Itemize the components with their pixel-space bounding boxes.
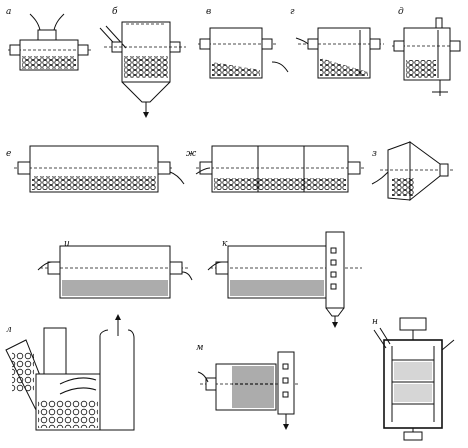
panel-d: д: [392, 7, 462, 96]
panel-i: и: [37, 239, 193, 299]
panel-label: м: [196, 343, 203, 353]
panel-label: к: [222, 239, 228, 249]
panel-label: н: [372, 317, 378, 327]
panel-v: в: [198, 7, 289, 79]
panel-zh: ж: [186, 145, 366, 193]
panel-a: а: [6, 7, 92, 71]
panel-g: г: [290, 7, 384, 79]
panel-b: б: [99, 6, 186, 118]
panel-m: м: [196, 343, 300, 430]
panel-label: д: [398, 7, 404, 17]
panel-e: е: [6, 145, 185, 193]
panel-label: з: [372, 149, 377, 159]
panel-label: ж: [186, 149, 197, 159]
panel-label: г: [290, 7, 295, 17]
panel-n: н: [372, 317, 455, 441]
panel-k: к: [207, 231, 362, 328]
panel-label: л: [6, 325, 12, 335]
panel-l: л: [5, 314, 135, 431]
panel-label: в: [206, 7, 211, 17]
panel-label: а: [6, 7, 11, 17]
panel-label: и: [64, 239, 70, 249]
panel-z: з: [371, 141, 454, 202]
panel-label: б: [112, 6, 118, 17]
panel-label: е: [6, 149, 11, 159]
